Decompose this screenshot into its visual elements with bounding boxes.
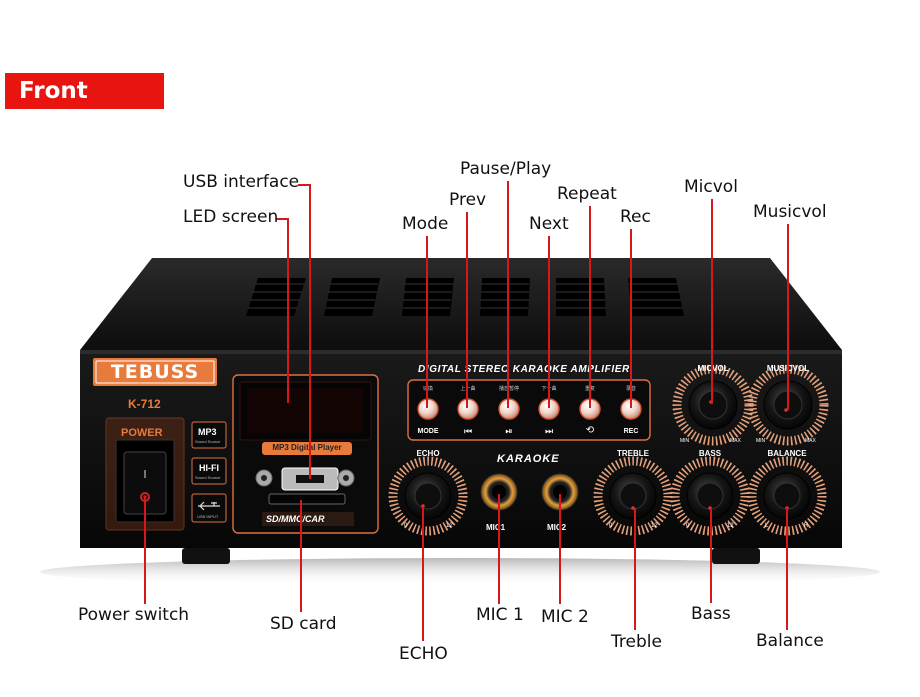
leader-rec	[630, 229, 632, 408]
leader-echo	[422, 507, 424, 641]
bass-knob-max: 12	[727, 523, 734, 529]
next-button[interactable]: ⏭	[544, 426, 554, 436]
callout-power-switch: Power switch	[78, 605, 190, 625]
karaoke-label: KARAOKE	[497, 453, 560, 465]
mp3-badge-sub: Sound Source	[195, 439, 221, 444]
leader-micvol	[711, 199, 713, 404]
mic1-jack-label: MIC1	[486, 523, 506, 532]
micvol-knob-min: MIN	[680, 438, 690, 444]
callout-led-screen: LED screen	[183, 207, 279, 227]
callout-musicvol: Musicvol	[753, 202, 827, 222]
leader-led-screen-v	[287, 218, 289, 403]
leader-balance	[786, 508, 788, 630]
callout-mic2: MIC 2	[541, 607, 589, 627]
leader-mode	[426, 236, 428, 408]
leader-musicvol	[787, 224, 789, 410]
callout-repeat: Repeat	[557, 184, 617, 204]
player-label: MP3 Digital Player	[272, 443, 342, 452]
button-cn-label-play: 播放暂停	[498, 386, 519, 392]
power-label: POWER	[121, 427, 163, 439]
echo-knob-max: 12	[446, 523, 453, 529]
treble-knob-min: 0	[609, 523, 613, 529]
mic2-jack-label: MIC2	[547, 523, 567, 532]
balance-knob-min: L	[765, 523, 769, 529]
leader-led-screen	[276, 218, 288, 220]
mp3-badge: MP3	[198, 427, 217, 437]
callout-mic1: MIC 1	[476, 605, 524, 625]
callout-micvol: Micvol	[684, 177, 738, 197]
hifi-badge: HI-FI	[199, 463, 219, 473]
micvol-knob-label: MICVOL	[697, 364, 729, 373]
button-cn-label-mode: 切換	[422, 386, 433, 392]
leader-repeat	[589, 206, 591, 408]
musicvol-knob-min: MIN	[756, 438, 766, 444]
prev-button[interactable]: ⏮	[463, 426, 473, 436]
play-pause-button[interactable]: ⏯	[505, 426, 513, 436]
hifi-badge-sub: Sound Source	[195, 475, 221, 480]
amplifier-title-strip: DIGITAL STEREO KARAOKE AMPLIFIER	[418, 364, 630, 375]
rec-button[interactable]: REC	[623, 428, 639, 435]
button-cn-label-prev: 上一曲	[460, 386, 476, 392]
front-panel-title: Front panel	[5, 73, 164, 140]
callout-balance: Balance	[756, 631, 824, 651]
leader-next	[548, 236, 550, 408]
bass-knob-label: BASS	[698, 449, 722, 458]
micvol-knob-max: MAX	[730, 438, 741, 444]
callout-echo: ECHO	[399, 644, 448, 664]
brand-logo: TEBUSS	[110, 361, 200, 383]
leader-prev	[466, 212, 468, 408]
echo-knob-label: ECHO	[416, 449, 440, 458]
leader-power-switch	[144, 498, 146, 604]
treble-knob-label: TREBLE	[617, 449, 649, 458]
leader-bass	[710, 508, 712, 603]
musicvol-knob-max: MAX	[805, 438, 816, 444]
callout-bass: Bass	[691, 604, 731, 624]
leader-sd-card	[300, 500, 302, 612]
usb-badge-sub: USB INPUT	[197, 514, 219, 519]
echo-knob-min: 0	[404, 523, 408, 529]
card-slot-label: SD/MMC/CAR	[266, 514, 325, 524]
model-label: K-712	[128, 397, 161, 411]
balance-knob-max: R	[804, 523, 809, 529]
callout-prev: Prev	[449, 190, 487, 210]
callout-mode: Mode	[402, 214, 449, 234]
leader-usb-interface-v	[309, 184, 311, 479]
mode-button[interactable]: MODE	[417, 428, 439, 435]
bass-knob-min: 0	[686, 523, 690, 529]
repeat-button[interactable]: ⟲	[585, 425, 595, 436]
leader-usb-interface	[298, 184, 310, 186]
treble-knob-max: 12	[651, 523, 658, 529]
callout-next: Next	[529, 214, 569, 234]
leader-pause-play	[507, 181, 509, 408]
leader-mic1	[498, 494, 500, 604]
callout-treble: Treble	[611, 632, 662, 652]
callout-usb-interface: USB interface	[183, 172, 300, 192]
callout-rec: Rec	[620, 207, 651, 227]
leader-mic2	[559, 494, 561, 604]
balance-knob-label: BALANCE	[767, 449, 807, 458]
callout-sd-card: SD card	[270, 614, 337, 634]
callout-pause-play: Pause/Play	[460, 159, 552, 179]
leader-treble	[634, 508, 636, 630]
